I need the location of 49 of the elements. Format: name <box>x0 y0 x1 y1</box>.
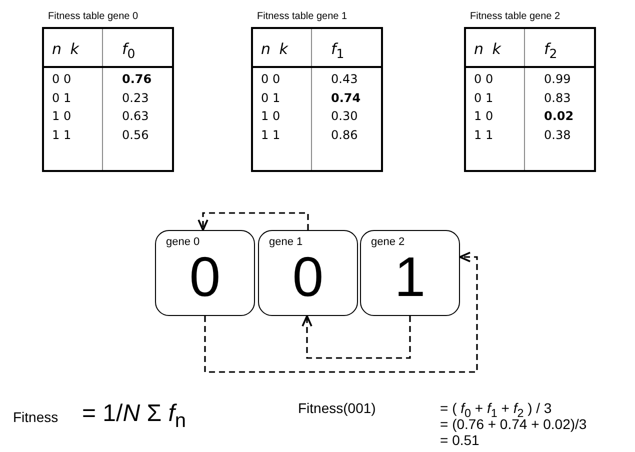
table-cell: 1 0 <box>52 109 72 123</box>
gene-value: 0 <box>292 245 325 309</box>
table-cell: 1 1 <box>261 128 280 142</box>
table-title: Fitness table gene 0 <box>48 11 138 22</box>
column-header: n k <box>52 40 79 58</box>
table-cell: 0.99 <box>544 72 571 86</box>
gene-box <box>258 230 358 316</box>
table-cell: 0.02 <box>544 109 574 123</box>
table-title: Fitness table gene 1 <box>257 11 348 22</box>
column-header: n k <box>474 40 501 58</box>
table-cell: 0.38 <box>544 128 571 142</box>
table-cell: 0 0 <box>261 72 280 86</box>
table-cell: 0 1 <box>261 90 280 104</box>
table-cell: 0.23 <box>122 90 149 104</box>
table-cell: 0 1 <box>52 90 72 104</box>
column-header: f$_{0}$ <box>122 40 136 61</box>
table-cell: 0.83 <box>544 90 571 104</box>
table-cell: 0 0 <box>52 72 72 86</box>
gene-label: gene 1 <box>269 236 303 248</box>
gene-box <box>155 230 255 316</box>
table-cell: 0 1 <box>474 90 494 104</box>
column-header: f$_{2}$ <box>544 40 558 61</box>
gene-label: gene 2 <box>371 236 405 248</box>
table-cell: 0.76 <box>122 72 152 86</box>
formula: = 0.51 <box>440 432 480 448</box>
gene-value: 1 <box>394 245 427 309</box>
table-cell: 0.56 <box>122 128 149 142</box>
table-cell: 0.74 <box>331 90 361 104</box>
gene-box <box>360 230 460 316</box>
formula: = 1/N Σ f$_{n}$ <box>82 400 186 433</box>
table-cell: 1 1 <box>52 128 72 142</box>
table-cell: 1 0 <box>474 109 494 123</box>
gene-label: gene 0 <box>166 236 200 248</box>
table-cell: 0.86 <box>331 128 358 142</box>
dashed-arrow <box>302 315 411 359</box>
table-title: Fitness table gene 2 <box>470 11 560 22</box>
table-cell: 0.63 <box>122 109 149 123</box>
column-header: n k <box>261 40 288 58</box>
dashed-arrow <box>198 212 309 231</box>
gene-value: 0 <box>189 245 222 309</box>
table-cell: 0.30 <box>331 109 358 123</box>
table-cell: 0 0 <box>474 72 494 86</box>
dashed-arrow <box>204 252 478 373</box>
formula-label: Fitness(001) <box>298 400 376 416</box>
formula-label: Fitness <box>13 409 58 425</box>
table-cell: 0.43 <box>331 72 358 86</box>
table-cell: 1 0 <box>261 109 280 123</box>
column-header: f$_{1}$ <box>331 40 344 61</box>
table-cell: 1 1 <box>474 128 494 142</box>
